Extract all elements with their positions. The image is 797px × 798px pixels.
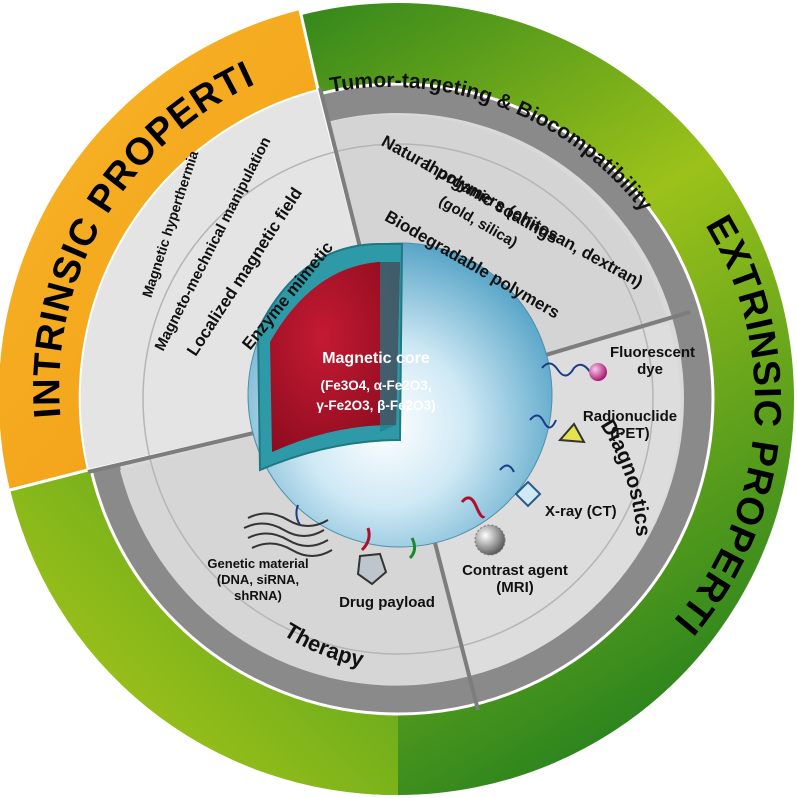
xray-icon xyxy=(499,464,542,508)
magnetic-core-shape xyxy=(270,262,400,452)
core-title: Magnetic core xyxy=(322,350,430,367)
core-line2: γ-Fe2O3, β-Fe2O3) xyxy=(316,398,436,413)
contrast-agent-label: Contrast agent(MRI) xyxy=(462,562,568,596)
contrast-agent-icon xyxy=(460,496,506,556)
radionuclide-icon xyxy=(529,414,586,444)
core-line1: (Fe3O4, α-Fe2O3, xyxy=(320,378,432,393)
drug-payload-icon xyxy=(356,527,417,586)
genetic-material-label: Genetic material(DNA, siRNA,shRNA) xyxy=(207,556,309,603)
dna-strands-icon xyxy=(243,504,333,557)
drug-payload-label: Drug payload xyxy=(339,594,435,611)
radionuclide-label: Radionuclide(PET) xyxy=(582,408,678,442)
xray-label: X-ray (CT) xyxy=(545,503,617,520)
fluorescent-dye-icon xyxy=(541,362,607,381)
